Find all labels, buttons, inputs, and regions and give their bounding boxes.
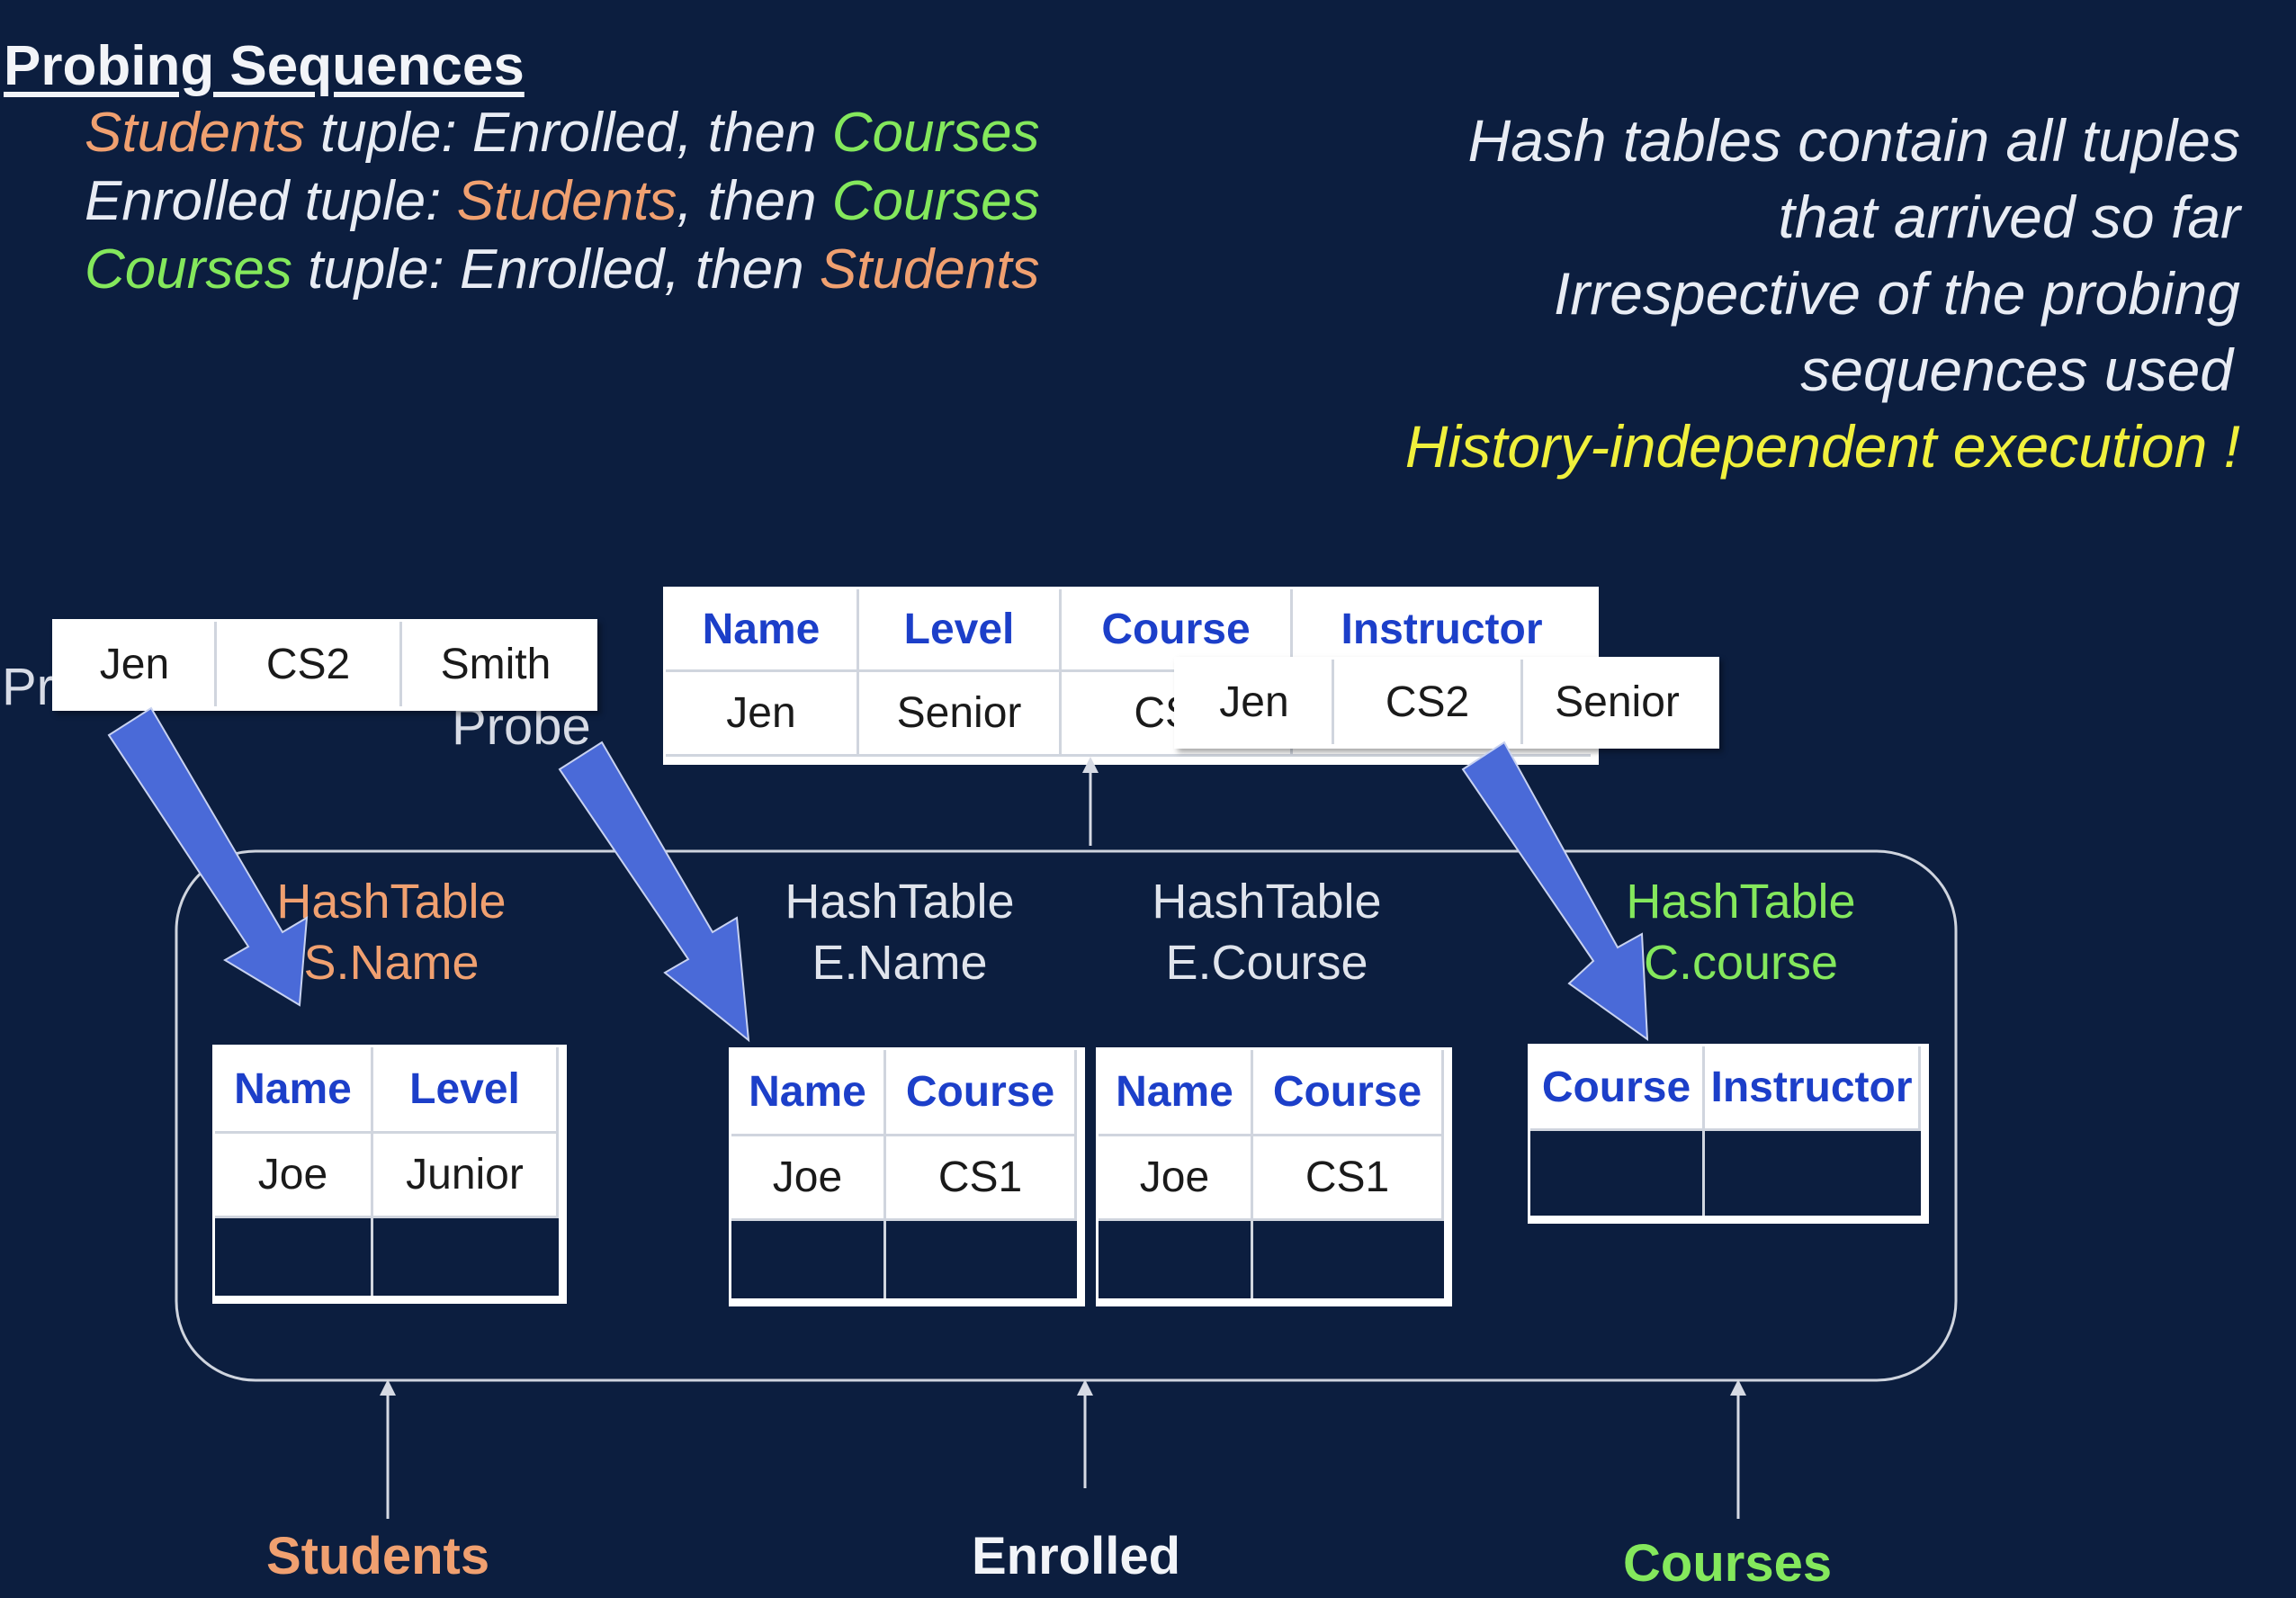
source-students: Students <box>266 1527 490 1585</box>
hashtable-e-name-line1: HashTable <box>785 875 1015 929</box>
note-line-1: Hash tables contain all tuples <box>1467 107 2240 174</box>
hashtable-s-name: Name Level Joe Junior <box>212 1045 567 1304</box>
e-name-header-course: Course <box>886 1050 1077 1136</box>
courses-tuple-level: Senior <box>1555 678 1680 726</box>
sequence-courses: Courses tuple: Enrolled, then Students <box>85 238 1040 301</box>
hashtable-e-name: Name Course Joe CS1 <box>729 1047 1085 1306</box>
note-line-4: sequences used <box>1800 337 2233 403</box>
hashtable-c-course-line2: C.course <box>1643 936 1839 990</box>
hashtable-e-course: Name Course Joe CS1 <box>1096 1047 1452 1306</box>
result-cell-instructor <box>1293 672 1591 757</box>
probe-arrow-enrolled <box>558 741 750 1043</box>
sequence-courses-source: Courses <box>85 238 292 301</box>
result-header-name: Name <box>666 589 859 672</box>
s-name-cell-name: Joe <box>215 1134 373 1218</box>
students-tuple-course: CS2 <box>217 622 402 706</box>
source-enrolled: Enrolled <box>972 1527 1181 1585</box>
s-name-cell-level: Junior <box>373 1134 559 1218</box>
e-course-empty-cell <box>1253 1221 1444 1298</box>
sequence-enrolled-last: Courses <box>831 170 1040 232</box>
courses-tuple-name: Jen <box>1177 660 1334 744</box>
e-name-empty-cell <box>886 1221 1077 1298</box>
sequence-enrolled-first: Students <box>456 170 677 232</box>
e-course-cell-name: Joe <box>1099 1136 1253 1221</box>
c-course-empty-cell <box>1530 1131 1705 1216</box>
c-course-header-instructor: Instructor <box>1705 1046 1921 1131</box>
sequence-students: Students tuple: Enrolled, then Courses <box>85 101 1040 165</box>
hashtable-label-c-course: HashTable C.course <box>1597 871 1885 993</box>
e-name-cell-name: Joe <box>731 1136 886 1221</box>
hashtable-label-e-course: HashTable E.Course <box>1123 871 1411 993</box>
incoming-courses-tuple: Jen CS2 Senior <box>1174 657 1719 749</box>
hashtable-label-s-name: HashTable S.Name <box>247 871 535 993</box>
e-name-header-name: Name <box>731 1050 886 1136</box>
hashtable-e-course-line2: E.Course <box>1165 936 1368 990</box>
students-tuple-instructor: Smith <box>440 640 552 688</box>
result-cell-name: Jen <box>666 672 859 757</box>
c-course-empty-cell <box>1705 1131 1921 1216</box>
source-courses: Courses <box>1623 1534 1833 1593</box>
e-course-empty-cell <box>1099 1221 1253 1298</box>
e-name-cell-course: CS1 <box>886 1136 1077 1221</box>
hashtable-s-name-line2: S.Name <box>303 936 480 990</box>
incoming-students-tuple: Jen CS2 Smith <box>52 619 597 711</box>
s-name-header-name: Name <box>215 1047 373 1134</box>
hashtable-e-course-line1: HashTable <box>1152 875 1382 929</box>
hashtable-s-name-line1: HashTable <box>276 875 507 929</box>
heading: Probing Sequences <box>4 35 525 97</box>
students-tuple-name: Jen <box>55 622 217 706</box>
hashtable-label-e-name: HashTable E.Name <box>756 871 1044 993</box>
e-name-empty-cell <box>731 1221 886 1298</box>
result-header-level: Level <box>859 589 1062 672</box>
note-line-2: that arrived so far <box>1778 184 2240 250</box>
s-name-empty-cell <box>215 1218 373 1296</box>
probe-arrow-courses <box>1461 741 1649 1042</box>
hashtable-e-name-line2: E.Name <box>812 936 988 990</box>
sequence-courses-text: tuple: Enrolled, then <box>291 238 820 301</box>
hashtable-c-course-line1: HashTable <box>1626 875 1856 929</box>
mjoin-operator-container <box>175 849 1958 1382</box>
sequence-enrolled-text: Enrolled tuple: <box>85 170 457 232</box>
result-cell-level: Senior <box>859 672 1062 757</box>
sequence-enrolled-then: , then <box>677 170 832 232</box>
e-course-header-name: Name <box>1099 1050 1253 1136</box>
note-highlight: History-independent execution ! <box>1404 413 2240 480</box>
hashtable-c-course: Course Instructor <box>1528 1044 1929 1224</box>
c-course-header-course: Course <box>1530 1046 1705 1131</box>
e-course-header-course: Course <box>1253 1050 1444 1136</box>
sequence-students-text: tuple: Enrolled, then <box>304 102 832 164</box>
courses-tuple-course: CS2 <box>1334 660 1523 744</box>
sequence-students-source: Students <box>85 102 305 164</box>
sequence-courses-last: Students <box>819 238 1040 301</box>
e-course-cell-course: CS1 <box>1253 1136 1444 1221</box>
sequence-students-last: Courses <box>831 102 1040 164</box>
s-name-empty-cell <box>373 1218 559 1296</box>
sequence-enrolled: Enrolled tuple: Students, then Courses <box>85 169 1040 233</box>
probe-arrow-students <box>107 706 309 1007</box>
s-name-header-level: Level <box>373 1047 559 1134</box>
note-line-3: Irrespective of the probing <box>1553 260 2240 327</box>
